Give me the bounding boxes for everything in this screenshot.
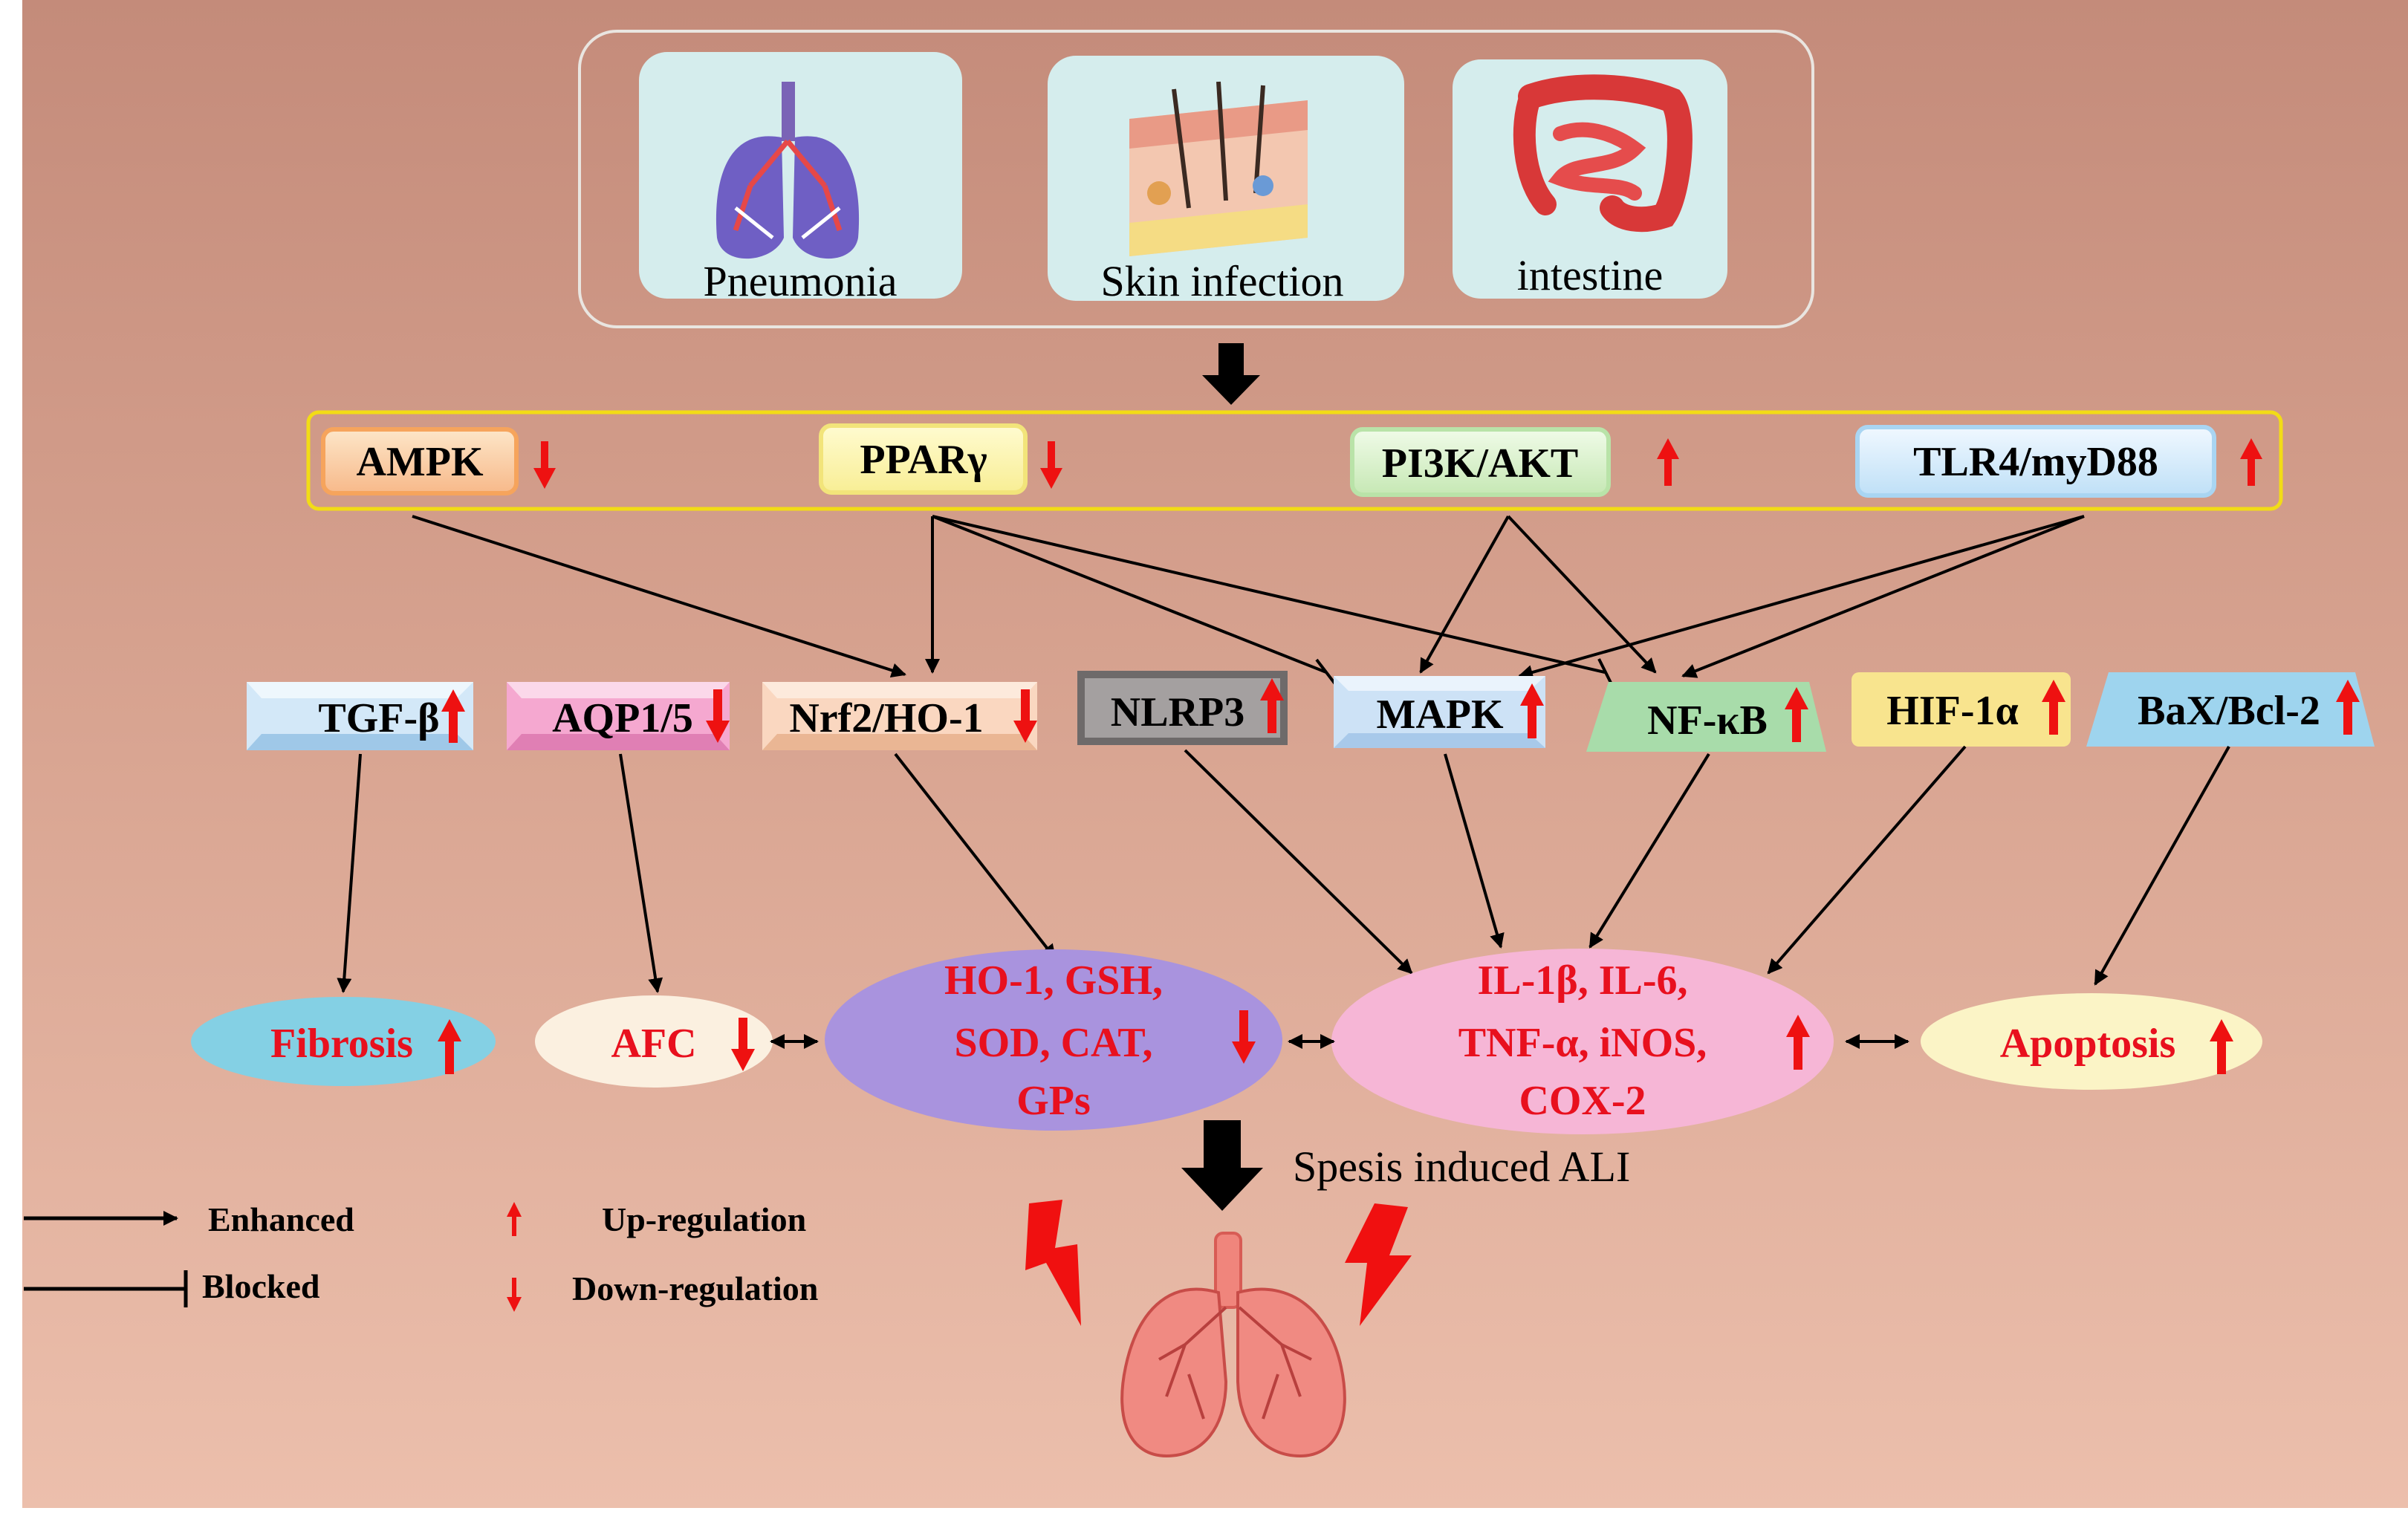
fibrosis-label: Fibrosis bbox=[270, 1021, 413, 1067]
bax-label: BaX/Bcl-2 bbox=[2138, 688, 2320, 734]
pi3k-label: PI3K/AKT bbox=[1382, 441, 1578, 487]
outcome-antioxidants: HO-1, GSH, SOD, CAT, GPs bbox=[825, 949, 1282, 1131]
aqp-down-arrow bbox=[706, 689, 730, 743]
result-label: Spesis induced ALI bbox=[1293, 1142, 1630, 1191]
intestine-icon bbox=[1513, 74, 1693, 233]
legend-enhanced-label: Enhanced bbox=[208, 1200, 354, 1238]
hif-up-arrow bbox=[2042, 680, 2065, 735]
antiox-line-2: SOD, CAT, bbox=[954, 1020, 1152, 1066]
legend-down-label: Down-regulation bbox=[572, 1270, 818, 1307]
fibrosis-up-arrow bbox=[438, 1019, 461, 1074]
injured-lungs-icon bbox=[1120, 1232, 1346, 1458]
mediator-nrf2: Nrf2/HO-1 bbox=[762, 682, 1037, 750]
pathway-pi3k-akt: PI3K/AKT bbox=[1350, 427, 1611, 497]
antiox-down-arrow bbox=[1232, 1010, 1256, 1064]
pathway-connectors bbox=[412, 515, 2085, 686]
intestine-panel: intestine bbox=[1453, 59, 1727, 299]
skin-infection-panel: Skin infection bbox=[1048, 56, 1404, 305]
apoptosis-label: Apoptosis bbox=[2000, 1021, 2176, 1067]
antiox-line-1: HO-1, GSH, bbox=[944, 958, 1163, 1004]
mediator-bax-bcl2: BaX/Bcl-2 bbox=[2086, 672, 2375, 747]
antiox-line-3: GPs bbox=[1016, 1078, 1091, 1124]
mediator-tgf-beta: TGF-β bbox=[247, 682, 473, 750]
inflam-line-1: IL-1β, IL-6, bbox=[1477, 958, 1687, 1004]
lightning-left-icon bbox=[1025, 1200, 1081, 1326]
pathway-tlr4-myd88: TLR4/myD88 bbox=[1855, 425, 2216, 498]
aqp-label: AQP1/5 bbox=[552, 695, 693, 741]
ampk-label: AMPK bbox=[356, 439, 484, 485]
mediator-connectors bbox=[337, 745, 2230, 993]
ppar-label: PPARγ bbox=[860, 437, 987, 483]
skin-infection-label: Skin infection bbox=[1100, 257, 1343, 305]
afc-label: AFC bbox=[611, 1021, 696, 1067]
apoptosis-up-arrow bbox=[2210, 1019, 2233, 1074]
result-down-arrow bbox=[1181, 1120, 1263, 1211]
legend-blocked-label: Blocked bbox=[202, 1267, 320, 1305]
outcome-afc: AFC bbox=[535, 995, 773, 1088]
ppar-down-arrow bbox=[1040, 441, 1062, 489]
pathway-frame bbox=[306, 410, 2283, 511]
inflam-line-3: COX-2 bbox=[1519, 1078, 1646, 1124]
bax-up-arrow bbox=[2336, 680, 2360, 735]
nfkb-label: NF-κB bbox=[1647, 698, 1768, 744]
hif-label: HIF-1α bbox=[1886, 688, 2018, 734]
afc-down-arrow bbox=[731, 1018, 755, 1071]
legend: Enhanced Blocked Up-regulation Down-regu… bbox=[24, 1200, 818, 1312]
pathway-ppar: PPARγ bbox=[819, 423, 1028, 495]
nlrp3-label: NLRP3 bbox=[1111, 689, 1244, 735]
legend-down-arrow bbox=[507, 1278, 522, 1312]
pneumonia-panel: Pneumonia bbox=[639, 52, 962, 305]
tlr4-up-arrow bbox=[2240, 438, 2262, 486]
mediator-aqp: AQP1/5 bbox=[507, 682, 730, 750]
mediator-nfkb: NF-κB bbox=[1586, 682, 1826, 752]
legend-up-label: Up-regulation bbox=[602, 1200, 806, 1238]
mediator-hif: HIF-1α bbox=[1852, 672, 2071, 747]
pi3k-up-arrow bbox=[1657, 438, 1679, 486]
tlr4-label: TLR4/myD88 bbox=[1913, 439, 2158, 485]
tgf-up-arrow bbox=[441, 689, 465, 743]
tgf-label: TGF-β bbox=[318, 695, 439, 741]
mediator-nlrp3: NLRP3 bbox=[1077, 671, 1288, 745]
outcome-inflammatory-mediators: IL-1β, IL-6, TNF-α, iNOS, COX-2 bbox=[1331, 949, 1834, 1134]
skin-layers-icon bbox=[1129, 81, 1308, 256]
mediator-mapk: MAPK bbox=[1334, 676, 1545, 748]
nfkb-up-arrow bbox=[1785, 687, 1808, 742]
ampk-down-arrow bbox=[533, 441, 556, 489]
nlrp3-up-arrow bbox=[1260, 678, 1284, 733]
nrf2-label: Nrf2/HO-1 bbox=[789, 695, 983, 741]
sources-down-arrow bbox=[1202, 343, 1260, 405]
lungs-icon bbox=[715, 82, 860, 259]
intestine-label: intestine bbox=[1517, 251, 1664, 299]
pathway-ampk: AMPK bbox=[321, 427, 519, 495]
nrf2-down-arrow bbox=[1013, 689, 1037, 743]
lightning-right-icon bbox=[1345, 1203, 1412, 1326]
mapk-label: MAPK bbox=[1376, 692, 1504, 738]
infection-sources-frame bbox=[578, 30, 1814, 328]
inflam-up-arrow bbox=[1786, 1015, 1810, 1070]
legend-up-arrow bbox=[507, 1202, 522, 1236]
inflam-line-2: TNF-α, iNOS, bbox=[1458, 1020, 1707, 1066]
outcome-apoptosis: Apoptosis bbox=[1921, 993, 2262, 1090]
outcome-fibrosis: Fibrosis bbox=[191, 997, 496, 1086]
mapk-up-arrow bbox=[1520, 683, 1544, 738]
pneumonia-label: Pneumonia bbox=[704, 257, 898, 305]
